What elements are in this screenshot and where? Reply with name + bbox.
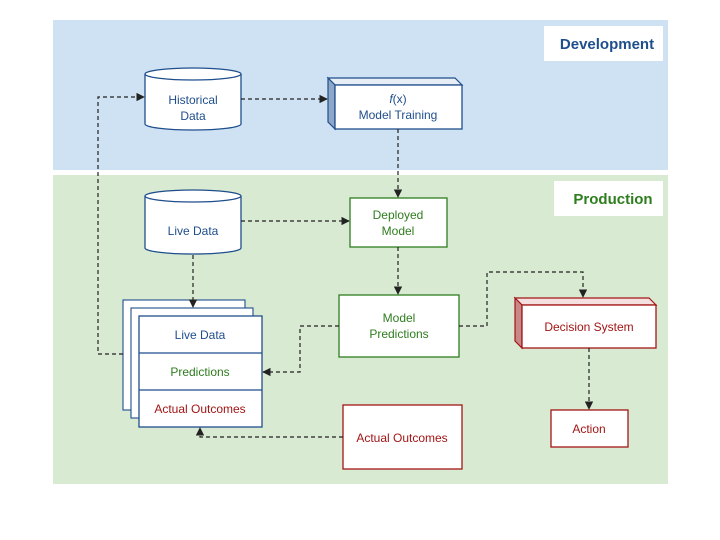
model-predictions-node: Model Predictions (338, 294, 460, 358)
stack-row-live-data: Live Data (175, 328, 226, 342)
live-data-label: Live Data (168, 224, 219, 238)
live-data-node: Live Data (144, 189, 242, 255)
deployed-model-label-2: Model (382, 224, 415, 238)
deployed-model-label-1: Deployed (373, 208, 424, 222)
decision-system-node: Decision System (513, 296, 658, 350)
model-training-fx-f: f (389, 92, 394, 106)
decision-system-label: Decision System (544, 320, 633, 334)
production-label: Production (573, 191, 652, 208)
model-predictions-label-2: Predictions (369, 327, 428, 341)
model-training-fx-x: (x) (393, 92, 407, 106)
deployed-model-node: Deployed Model (349, 197, 448, 248)
historical-data-label-1: Historical (168, 93, 217, 107)
stack-row-predictions: Predictions (170, 365, 229, 379)
model-predictions-label-1: Model (383, 311, 416, 325)
stack-front-sheet (138, 315, 263, 428)
development-label: Development (560, 36, 654, 53)
model-training-node: f(x) Model Training (326, 76, 464, 131)
edge-outcomes-to-stack (195, 427, 343, 438)
production-label-box (554, 181, 663, 216)
dataset-stack: Live Data Predictions Actual Outcomes (122, 299, 263, 428)
development-label-box (544, 26, 663, 61)
stack-row-actual-outcomes: Actual Outcomes (154, 402, 245, 416)
action-label: Action (572, 422, 605, 436)
edge-stack-to-historical (97, 92, 145, 355)
action-node: Action (550, 409, 629, 448)
actual-outcomes-node: Actual Outcomes (342, 404, 463, 470)
historical-data-node: Historical Data (144, 67, 242, 131)
historical-data-label-2: Data (180, 109, 206, 123)
actual-outcomes-label: Actual Outcomes (356, 431, 447, 445)
model-training-fx: f(x) (389, 92, 406, 106)
model-training-label: Model Training (359, 108, 438, 122)
